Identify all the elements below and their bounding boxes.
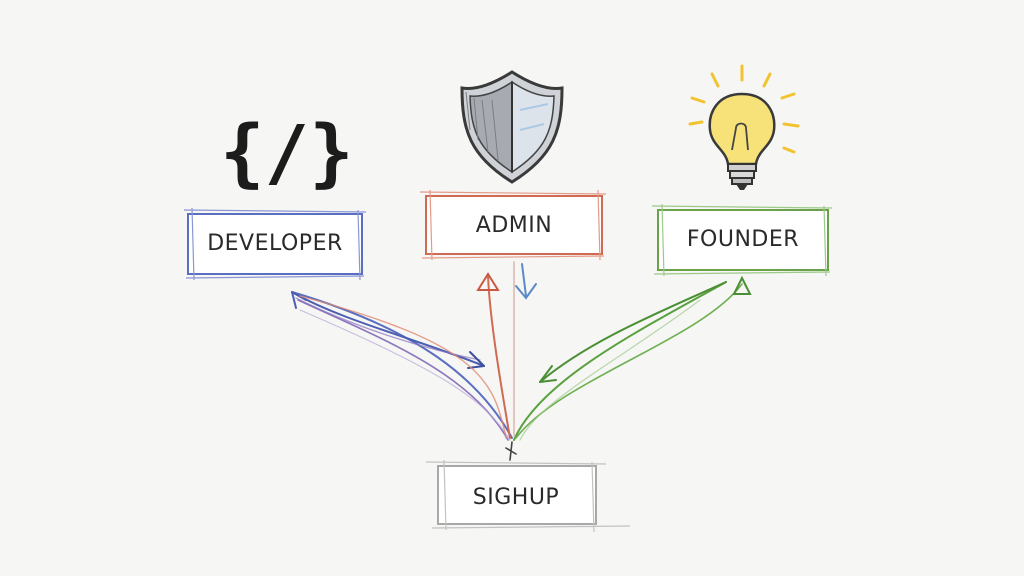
admin-label: ADMIN [476, 213, 552, 238]
code-icon-text: {/} [220, 110, 354, 196]
lightbulb-icon [688, 64, 800, 190]
code-braces-icon: {/} [220, 110, 354, 196]
founder-label: FOUNDER [687, 227, 799, 252]
founder-node: FOUNDER [651, 203, 833, 277]
signup-node: SIGHUP [425, 459, 631, 533]
shield-icon [460, 70, 564, 184]
signup-label: SIGHUP [473, 485, 559, 510]
developer-label: DEVELOPER [207, 231, 343, 256]
developer-node: DEVELOPER [183, 207, 367, 281]
admin-node: ADMIN [419, 189, 607, 261]
connectors [291, 261, 752, 461]
